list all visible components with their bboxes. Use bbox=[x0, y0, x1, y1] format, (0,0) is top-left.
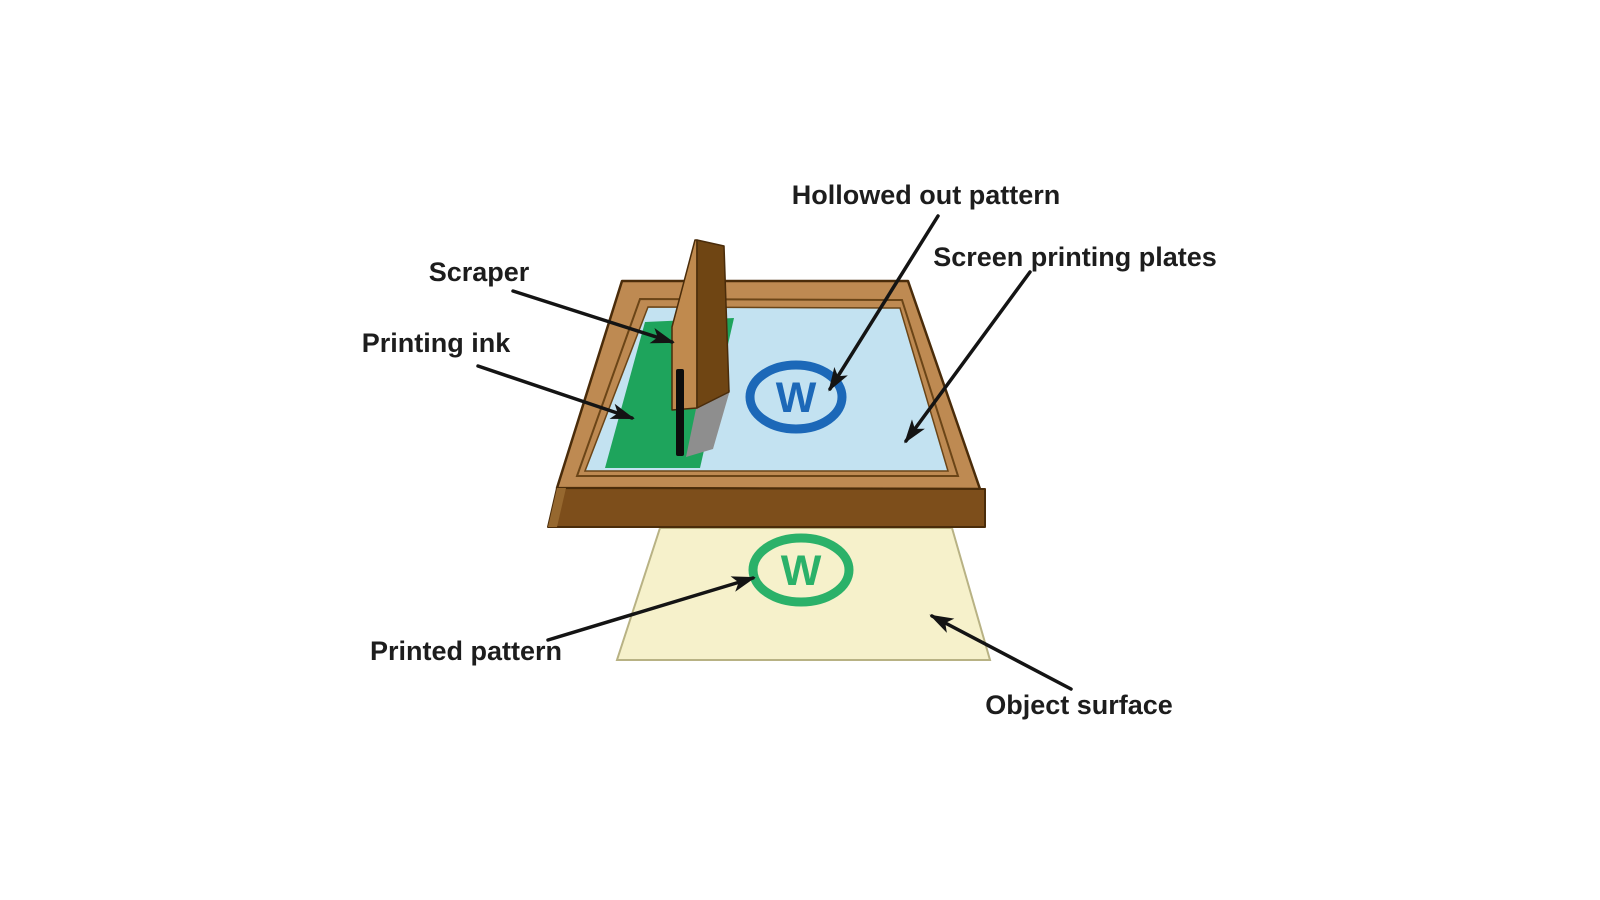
frame-front-face bbox=[547, 487, 986, 528]
arrow-printing-ink bbox=[476, 364, 635, 420]
frame-front-left-bevel bbox=[548, 488, 566, 527]
arrow-object-surface bbox=[929, 614, 1073, 691]
label-printing-ink: Printing ink bbox=[362, 328, 511, 358]
arrow-hollowed-pattern bbox=[828, 214, 940, 392]
arrow-screen-plates bbox=[904, 270, 1032, 444]
printed-pattern-letter: W bbox=[781, 547, 822, 595]
hollowed-pattern-circle bbox=[745, 360, 847, 434]
hollowed-pattern-letter: W bbox=[776, 374, 817, 422]
label-screen-plates: Screen printing plates bbox=[933, 242, 1217, 272]
scraper-blade bbox=[676, 369, 684, 456]
label-object-surface: Object surface bbox=[985, 690, 1173, 720]
label-hollowed-pattern: Hollowed out pattern bbox=[792, 180, 1060, 210]
frame-inner-line bbox=[575, 297, 960, 477]
label-scraper: Scraper bbox=[429, 257, 530, 287]
arrow-printed-pattern bbox=[546, 576, 756, 642]
arrow-scraper bbox=[511, 289, 675, 344]
printed-pattern-circle bbox=[748, 533, 854, 607]
scraper-board bbox=[696, 239, 730, 409]
label-printed-pattern: Printed pattern bbox=[370, 636, 562, 666]
